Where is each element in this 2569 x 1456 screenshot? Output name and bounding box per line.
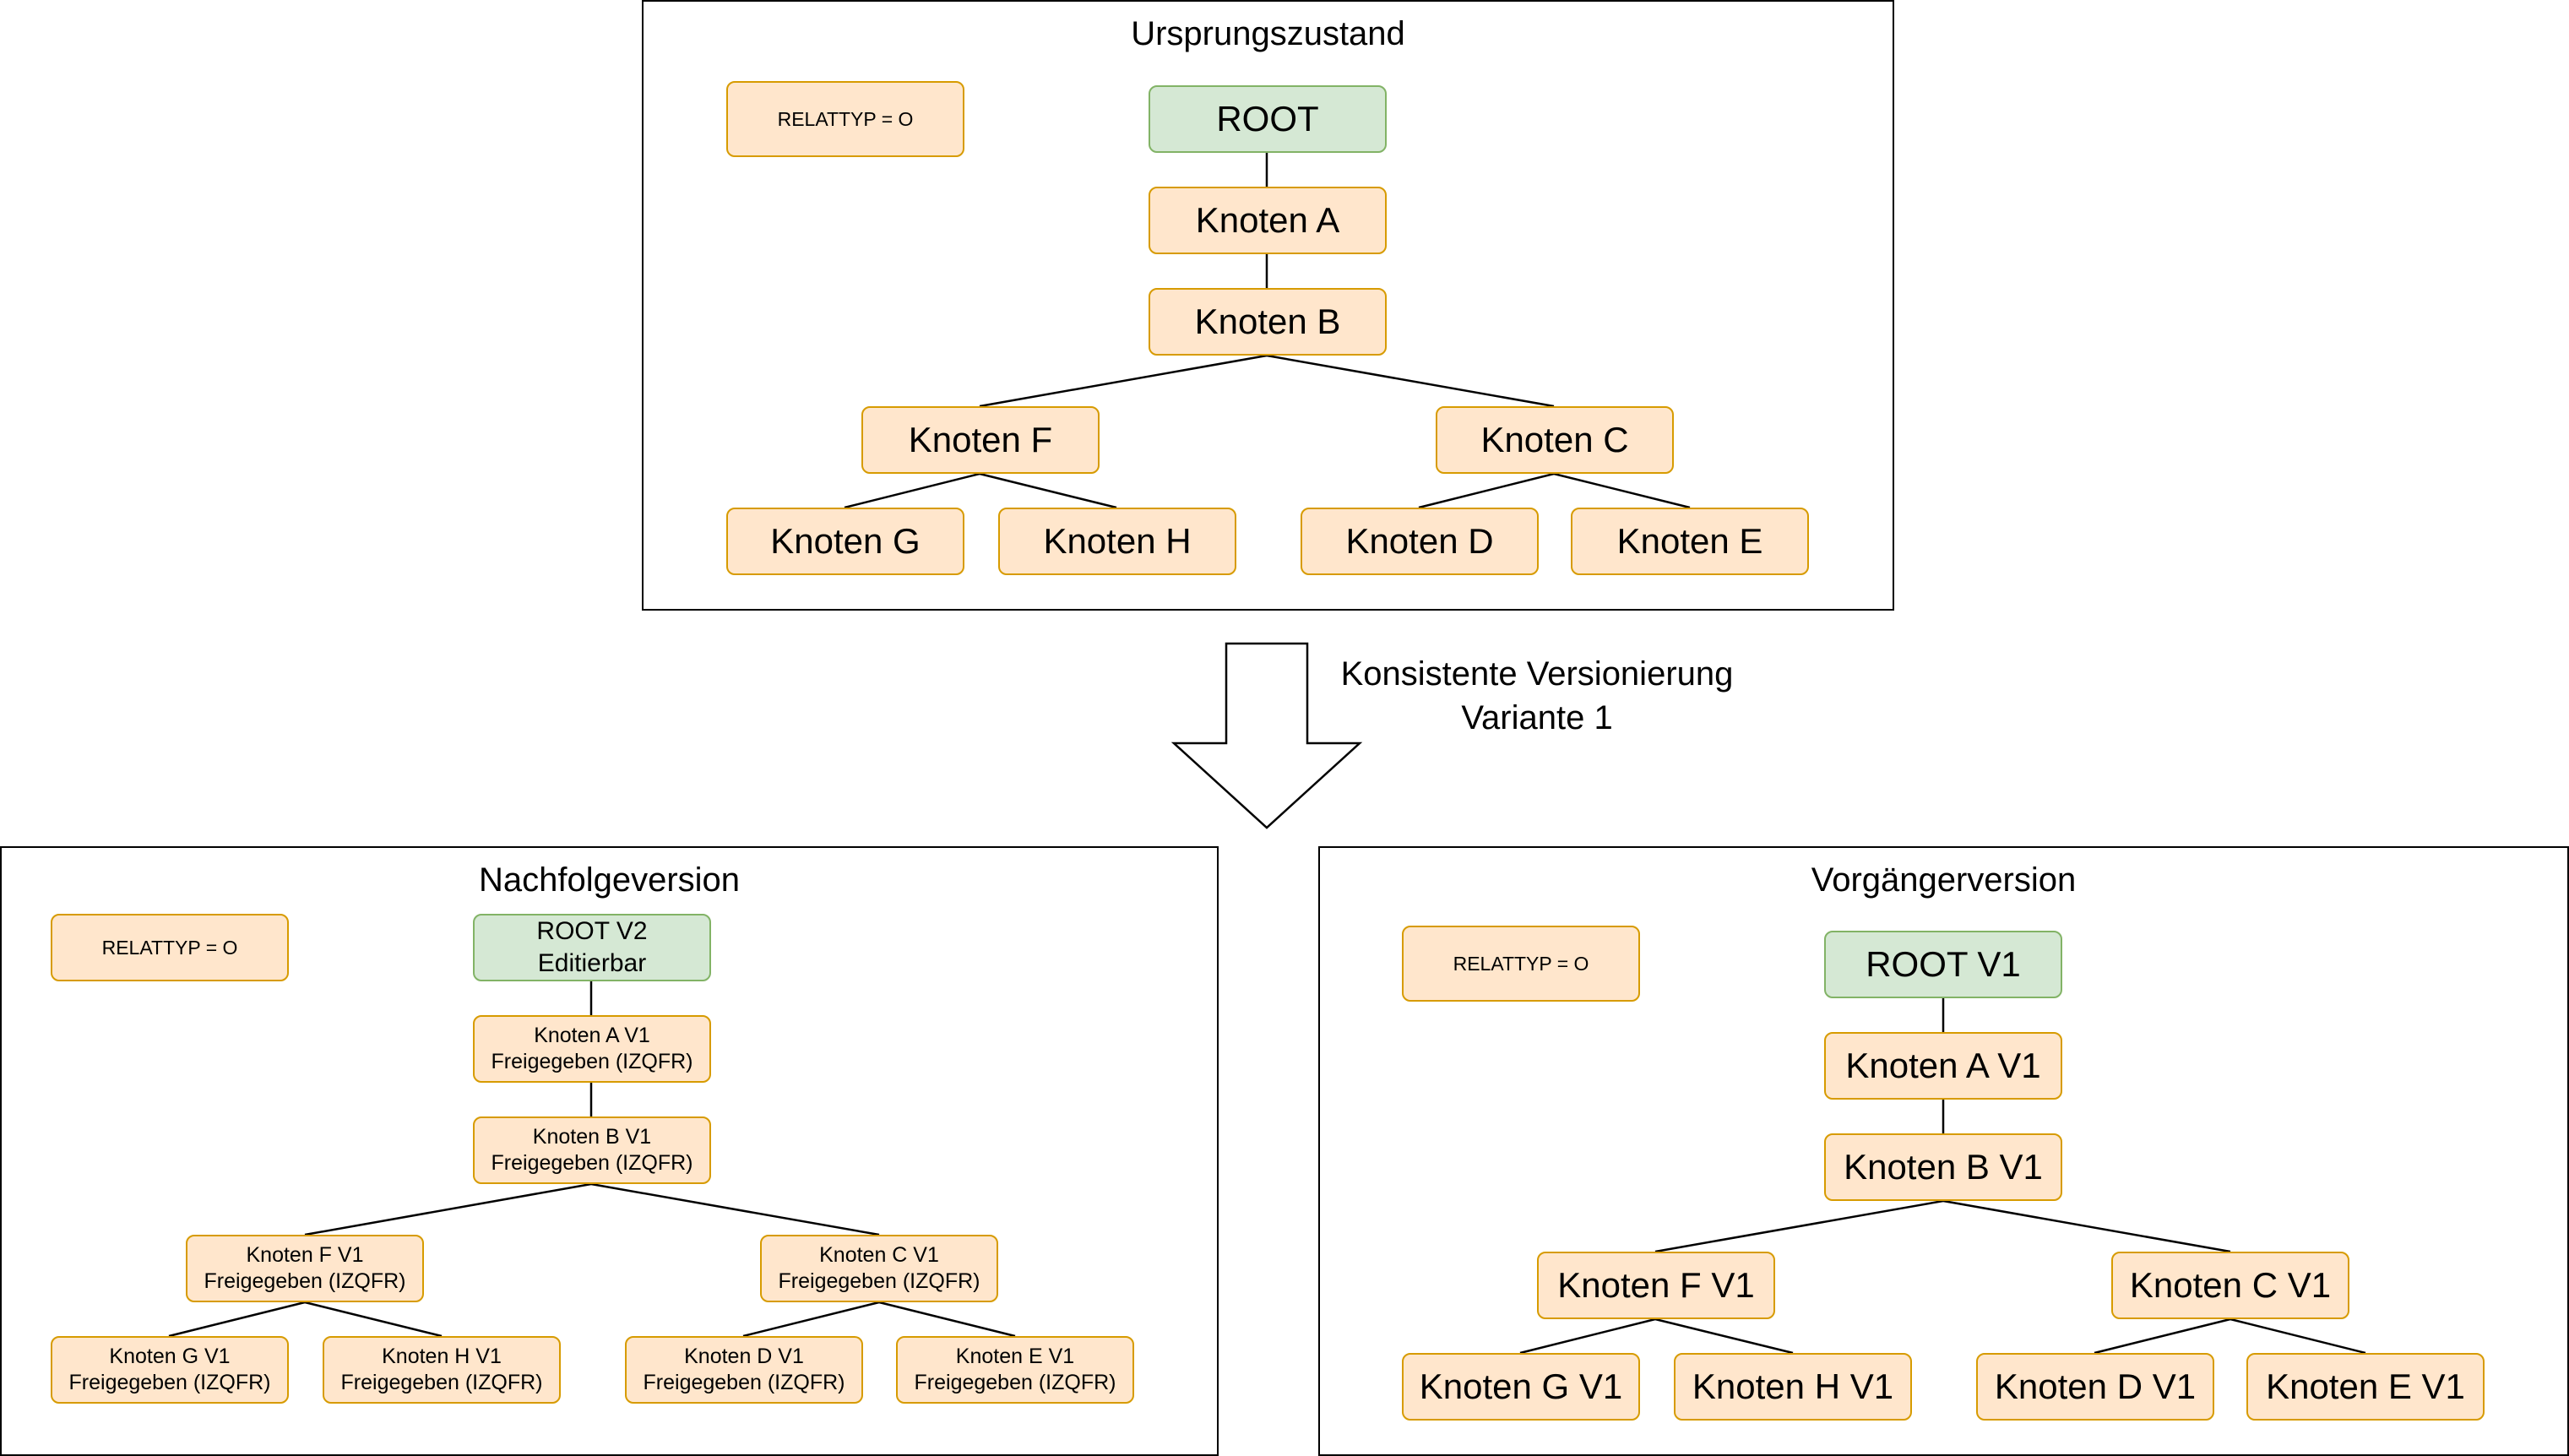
node-a: Knoten A V1 Freigegeben (IZQFR) xyxy=(473,1015,711,1083)
node-f: Knoten F V1 xyxy=(1537,1252,1775,1319)
node-label: Knoten E xyxy=(1616,521,1763,561)
caption-line-2: Variante 1 xyxy=(1461,699,1613,736)
node-d: Knoten D V1 Freigegeben (IZQFR) xyxy=(625,1336,863,1404)
node-label: Knoten G V1 xyxy=(109,1345,231,1368)
node-label: Knoten H xyxy=(1043,521,1192,561)
edge-c-e-left xyxy=(878,1301,1016,1338)
node-status: Freigegeben (IZQFR) xyxy=(204,1269,406,1293)
node-a: Knoten A xyxy=(1149,187,1387,254)
relattyp-box: RELATTYP = O xyxy=(51,914,289,981)
arrow-caption: Konsistente Versionierung Variante 1 xyxy=(1317,652,1757,740)
edge-b-c-right xyxy=(1942,1199,2231,1253)
edge-c-d-right xyxy=(2094,1317,2231,1355)
node-label: Knoten C xyxy=(1480,420,1629,459)
relattyp-box: RELATTYP = O xyxy=(1402,926,1640,1002)
node-g: Knoten G V1 Freigegeben (IZQFR) xyxy=(51,1336,289,1404)
node-h: Knoten H xyxy=(998,508,1236,575)
node-label: Knoten A V1 xyxy=(1845,1046,2041,1085)
panel-title: Vorgängerversion xyxy=(1811,861,2077,899)
relattyp-box: RELATTYP = O xyxy=(726,81,964,157)
node-b: Knoten B V1 Freigegeben (IZQFR) xyxy=(473,1116,711,1184)
edge-b-f-left xyxy=(304,1182,592,1236)
node-label: Knoten D V1 xyxy=(1994,1366,2197,1406)
edge-c-e-right xyxy=(2230,1317,2366,1355)
node-c: Knoten C xyxy=(1436,406,1674,474)
node-label: ROOT V1 xyxy=(1866,944,2021,984)
edge-b-f xyxy=(979,354,1268,408)
relattyp-label: RELATTYP = O xyxy=(777,107,914,130)
node-status: Freigegeben (IZQFR) xyxy=(778,1269,980,1293)
edge-f-g-left xyxy=(168,1301,306,1338)
node-status: Freigegeben (IZQFR) xyxy=(491,1151,693,1175)
caption-line-1: Konsistente Versionierung xyxy=(1340,655,1734,693)
node-status: Freigegeben (IZQFR) xyxy=(491,1050,693,1073)
node-c: Knoten C V1 Freigegeben (IZQFR) xyxy=(760,1235,998,1302)
edge-b-c-left xyxy=(590,1182,880,1236)
node-label: Knoten D V1 xyxy=(684,1345,804,1368)
edge-f-h xyxy=(979,472,1117,509)
node-label: Knoten C V1 xyxy=(2129,1265,2332,1305)
node-label: Knoten E V1 xyxy=(2266,1366,2465,1406)
node-h: Knoten H V1 Freigegeben (IZQFR) xyxy=(323,1336,561,1404)
panel-title: Ursprungszustand xyxy=(1131,15,1405,52)
node-b: Knoten B V1 xyxy=(1824,1133,2062,1201)
node-label: Knoten C V1 xyxy=(819,1243,939,1267)
panel-title: Nachfolgeversion xyxy=(478,861,741,899)
node-d: Knoten D V1 xyxy=(1976,1353,2214,1421)
node-label: ROOT xyxy=(1216,99,1319,139)
node-label: Knoten B xyxy=(1194,302,1341,341)
edge-c-d-left xyxy=(742,1301,880,1338)
edge-c-d xyxy=(1418,472,1555,509)
node-d: Knoten D xyxy=(1301,508,1539,575)
node-status: Freigegeben (IZQFR) xyxy=(914,1371,1116,1394)
node-status: Freigegeben (IZQFR) xyxy=(643,1371,845,1394)
node-root: ROOT xyxy=(1149,85,1387,153)
node-root: ROOT V1 xyxy=(1824,931,2062,998)
node-label: ROOT V2 xyxy=(536,917,648,945)
node-e: Knoten E V1 xyxy=(2246,1353,2485,1421)
node-label: Knoten B V1 xyxy=(532,1125,652,1149)
node-f: Knoten F V1 Freigegeben (IZQFR) xyxy=(186,1235,424,1302)
node-label: Knoten F V1 xyxy=(246,1243,364,1267)
node-label: Knoten H V1 xyxy=(382,1345,502,1368)
node-status: Editierbar xyxy=(537,949,647,977)
node-status: Freigegeben (IZQFR) xyxy=(340,1371,543,1394)
edge-f-h-left xyxy=(304,1301,443,1338)
node-e: Knoten E xyxy=(1571,508,1809,575)
node-label: Knoten G xyxy=(770,521,921,561)
node-label: Knoten D xyxy=(1345,521,1494,561)
node-label: Knoten A V1 xyxy=(534,1024,650,1047)
node-a: Knoten A V1 xyxy=(1824,1032,2062,1100)
node-b: Knoten B xyxy=(1149,288,1387,356)
edge-c-e xyxy=(1553,472,1691,509)
node-status: Freigegeben (IZQFR) xyxy=(68,1371,271,1394)
node-label: Knoten B V1 xyxy=(1844,1147,2043,1187)
node-e: Knoten E V1 Freigegeben (IZQFR) xyxy=(896,1336,1134,1404)
relattyp-label: RELATTYP = O xyxy=(1453,952,1589,975)
node-g: Knoten G V1 xyxy=(1402,1353,1640,1421)
edge-f-h-right xyxy=(1654,1317,1794,1355)
down-arrow-icon xyxy=(1170,642,1363,829)
node-label: Knoten F xyxy=(908,420,1053,459)
node-c: Knoten C V1 xyxy=(2111,1252,2349,1319)
node-label: Knoten A xyxy=(1195,200,1340,240)
node-g: Knoten G xyxy=(726,508,964,575)
edge-b-f-right xyxy=(1654,1199,1944,1253)
node-h: Knoten H V1 xyxy=(1674,1353,1912,1421)
node-label: Knoten E V1 xyxy=(955,1345,1075,1368)
node-f: Knoten F xyxy=(861,406,1100,474)
edge-b-c xyxy=(1266,354,1555,408)
relattyp-label: RELATTYP = O xyxy=(101,936,238,959)
node-label: Knoten H V1 xyxy=(1692,1366,1894,1406)
node-label: Knoten G V1 xyxy=(1419,1366,1623,1406)
node-label: Knoten F V1 xyxy=(1557,1265,1755,1305)
edge-f-g-right xyxy=(1519,1317,1656,1355)
edge-f-g xyxy=(844,472,980,509)
node-root: ROOT V2 Editierbar xyxy=(473,914,711,981)
